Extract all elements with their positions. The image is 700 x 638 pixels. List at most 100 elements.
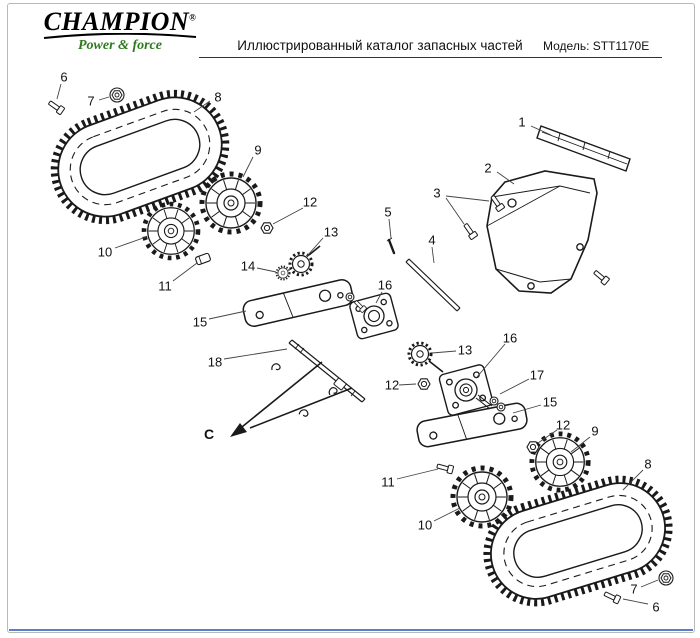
sprocket-wheel-top-9 <box>202 174 260 232</box>
flange-nut-icon <box>658 570 674 586</box>
callout-label: 16 <box>503 331 517 346</box>
sprocket-wheel-top-10 <box>144 204 198 258</box>
axle-shaft-short <box>405 258 461 312</box>
callout-leader <box>375 291 383 304</box>
nut-icon <box>417 378 431 390</box>
callout-label: 18 <box>208 355 222 370</box>
callout-leader <box>530 125 552 136</box>
callout-label: 1 <box>518 115 525 130</box>
bracket-arm-bottom <box>416 402 528 448</box>
callout-label: 8 <box>214 90 221 105</box>
bearing-housing-top <box>349 292 399 340</box>
callout-leader <box>445 197 465 225</box>
cotter-hook-icon <box>271 363 281 371</box>
registered-mark: ® <box>189 12 197 23</box>
callout-leader <box>476 343 506 378</box>
chain-sprocket-shaft-top <box>308 245 321 256</box>
bottom-rule <box>9 629 693 631</box>
callout-label: 13 <box>324 225 338 240</box>
model-label: Модель: STT1170E <box>543 39 650 53</box>
callout-leader <box>499 378 530 395</box>
callout-label: 9 <box>254 143 261 158</box>
callout-leader <box>431 350 457 354</box>
logo-swoosh <box>43 33 197 39</box>
chain-sprocket-top-13 <box>288 251 314 277</box>
callout-leader <box>622 469 644 491</box>
frame-pan <box>486 170 598 294</box>
callout-label: 12 <box>556 418 570 433</box>
callout-label: 7 <box>87 94 94 109</box>
callout-leader <box>98 96 110 101</box>
callout-leader <box>496 171 515 185</box>
washer-icon <box>496 402 506 412</box>
cotter-hook-icon <box>298 407 310 418</box>
callout-label: 14 <box>241 259 255 274</box>
chain-sprocket-shaft-bottom <box>428 360 444 373</box>
callout-leader <box>172 262 198 282</box>
sprocket-wheel-bottom-9 <box>532 434 588 490</box>
callout-label: 11 <box>381 475 395 490</box>
callout-leader <box>223 348 288 360</box>
bolt-icon <box>435 461 455 475</box>
callout-leader <box>256 267 277 273</box>
callout-leader <box>388 218 392 239</box>
bolt-icon <box>591 268 611 286</box>
callout-label: 9 <box>591 424 598 439</box>
callout-leader <box>208 310 247 320</box>
callout-label: 10 <box>98 245 112 260</box>
nut-icon <box>526 441 540 453</box>
housing-shaft-stub <box>475 394 493 410</box>
callout-leader <box>114 236 147 249</box>
bracket-arm-top <box>242 279 354 327</box>
bushing-part11 <box>195 252 211 266</box>
bolt-icon <box>46 98 66 116</box>
chain-sprocket-bottom-13 <box>407 341 433 367</box>
direction-arrow <box>230 361 353 437</box>
callout-leader <box>193 100 211 113</box>
callout-label: 15 <box>543 395 557 410</box>
bolt-icon <box>602 589 622 605</box>
header-rule <box>199 57 662 58</box>
callout-label: 15 <box>193 315 207 330</box>
champion-logo: CHAMPION® Power & force <box>34 9 206 53</box>
callout-label: 12 <box>303 195 317 210</box>
logo-wordmark: CHAMPION® <box>43 7 197 36</box>
callout-label: 6 <box>652 600 659 615</box>
axle-shaft-long <box>288 339 366 403</box>
callout-label: 11 <box>158 279 172 294</box>
callout-label: 5 <box>384 205 391 220</box>
callout-leader <box>56 83 62 100</box>
bolt-icon <box>461 221 479 241</box>
washer-icon <box>489 396 499 406</box>
callout-label: 13 <box>458 343 472 358</box>
callout-leader <box>537 429 558 444</box>
catalog-title: Иллюстрированный каталог запасных частей <box>237 38 523 53</box>
callout-label: 6 <box>60 70 67 85</box>
callout-leader <box>512 404 542 414</box>
callout-label: 12 <box>385 378 399 393</box>
callout-leader <box>272 207 304 225</box>
callout-leader <box>640 579 659 588</box>
callout-leader <box>570 436 591 453</box>
washer-icon <box>345 292 355 302</box>
callout-label: 16 <box>378 278 392 293</box>
callout-label: 10 <box>418 518 432 533</box>
support-rail <box>536 125 631 172</box>
callout-leader <box>431 246 435 264</box>
callout-label: 4 <box>428 233 435 248</box>
sprocket-wheel-bottom-10 <box>453 468 511 526</box>
rubber-track-bottom <box>483 475 673 607</box>
callout-leader <box>622 598 649 605</box>
logo-tagline: Power & force <box>78 38 162 53</box>
callout-label: 17 <box>530 368 544 383</box>
bearing-housing-bottom <box>438 364 494 416</box>
callout-label: 8 <box>644 457 651 472</box>
callout-leader <box>396 468 439 480</box>
flange-nut-icon <box>109 87 125 103</box>
pinion-gear-14 <box>275 265 291 281</box>
nut-icon <box>260 222 274 234</box>
callout-leader <box>398 383 417 386</box>
callout-leader <box>242 156 254 178</box>
